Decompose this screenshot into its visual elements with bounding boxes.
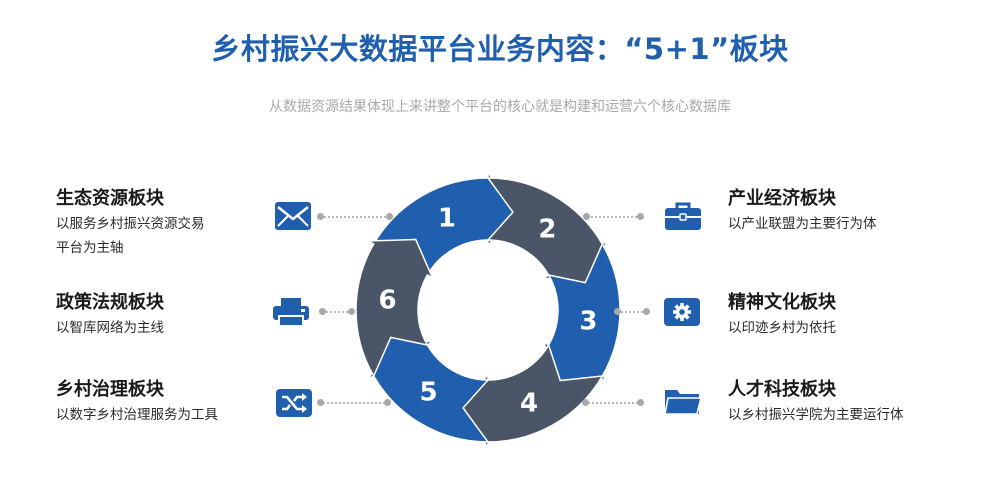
block-policy-regulations: 政策法规板块 以智库网络为主线 bbox=[56, 290, 256, 340]
connector-line bbox=[317, 399, 391, 406]
connector-line bbox=[583, 213, 644, 220]
cycle-label-3: 3 bbox=[579, 307, 597, 337]
cycle-segment-1 bbox=[372, 169, 514, 277]
cycle-label-5: 5 bbox=[420, 378, 438, 408]
cycle-label-1: 1 bbox=[438, 204, 456, 234]
block-desc: 以智库网络为主线 bbox=[56, 320, 164, 336]
connector-line bbox=[614, 308, 650, 315]
connector-line bbox=[582, 399, 644, 406]
block-desc: 以印迹乡村为依托 bbox=[728, 320, 836, 336]
cycle-segment-5 bbox=[366, 336, 490, 443]
shuffle-icon bbox=[275, 388, 313, 418]
block-rural-governance: 乡村治理板块 以数字乡村治理服务为工具 bbox=[56, 377, 276, 427]
page-title: 乡村振兴大数据平台业务内容：“5+1”板块 bbox=[211, 32, 789, 66]
cycle-label-2: 2 bbox=[538, 214, 556, 244]
block-title: 政策法规板块 bbox=[56, 292, 164, 313]
block-title: 生态资源板块 bbox=[56, 188, 164, 209]
block-desc: 以产业联盟为主要行为体 bbox=[728, 216, 877, 232]
connector-line bbox=[319, 308, 355, 315]
cycle-label-4: 4 bbox=[520, 388, 538, 418]
block-desc: 以服务乡村振兴资源交易 bbox=[56, 216, 205, 232]
page-subtitle: 从数据资源结果体现上来讲整个平台的核心就是构建和运营六个核心数据库 bbox=[269, 99, 731, 115]
block-title: 产业经济板块 bbox=[728, 188, 836, 209]
printer-icon bbox=[272, 297, 310, 327]
connector-line bbox=[317, 213, 393, 220]
block-title: 乡村治理板块 bbox=[56, 379, 164, 400]
block-industrial-economy: 产业经济板块 以产业联盟为主要行为体 bbox=[728, 186, 958, 236]
cycle-segment-6 bbox=[355, 238, 435, 378]
cycle-segment-3 bbox=[541, 242, 621, 382]
block-desc: 以乡村振兴学院为主要运行体 bbox=[728, 407, 904, 423]
block-desc: 平台为主轴 bbox=[56, 240, 124, 256]
block-title: 人才科技板块 bbox=[728, 379, 836, 400]
folder-icon bbox=[664, 386, 702, 416]
cycle-segment-4 bbox=[462, 343, 604, 451]
block-spiritual-culture: 精神文化板块 以印迹乡村为依托 bbox=[728, 290, 958, 340]
briefcase-icon bbox=[664, 201, 702, 231]
gear-icon bbox=[663, 297, 701, 327]
block-talent-technology: 人才科技板块 以乡村振兴学院为主要运行体 bbox=[728, 377, 968, 427]
cycle-segment-2 bbox=[486, 177, 610, 284]
block-title: 精神文化板块 bbox=[728, 292, 836, 313]
block-desc: 以数字乡村治理服务为工具 bbox=[56, 407, 218, 423]
envelope-icon bbox=[274, 201, 312, 231]
cycle-label-6: 6 bbox=[379, 285, 397, 315]
block-ecological-resources: 生态资源板块 以服务乡村振兴资源交易 平台为主轴 bbox=[56, 186, 256, 260]
